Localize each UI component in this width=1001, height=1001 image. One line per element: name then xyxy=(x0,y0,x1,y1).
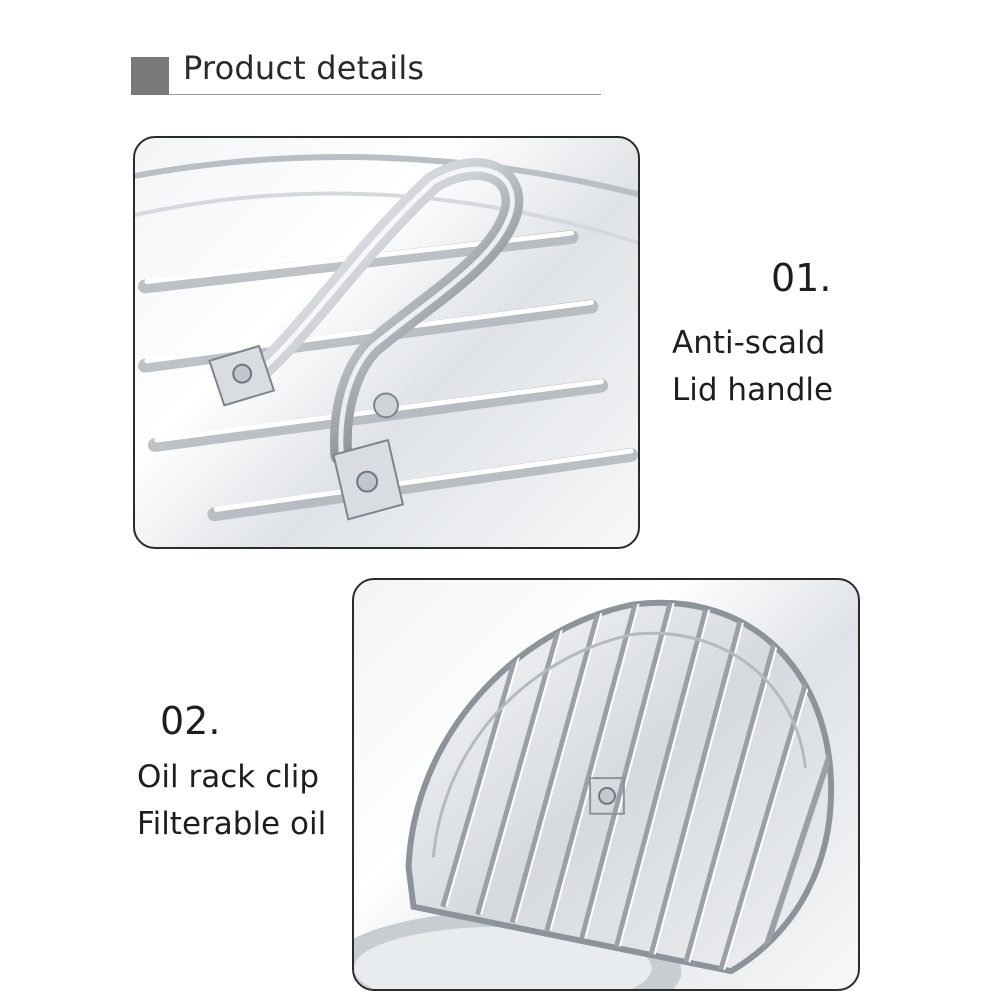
page-title: Product details xyxy=(183,49,425,87)
header-divider xyxy=(169,94,601,95)
feature-2-line-2: Filterable oil xyxy=(137,806,327,842)
section-header: Product details xyxy=(131,50,601,96)
feature-1-line-1: Anti-scald xyxy=(672,325,826,361)
feature-1-line-2: Lid handle xyxy=(672,372,834,408)
header-square-icon xyxy=(131,57,169,95)
feature-2-line-1: Oil rack clip xyxy=(137,759,320,795)
oil-rack-photo xyxy=(352,578,860,991)
feature-2-number: 02. xyxy=(160,699,221,743)
feature-1-number: 01. xyxy=(771,256,832,300)
lid-handle-photo xyxy=(133,136,640,549)
